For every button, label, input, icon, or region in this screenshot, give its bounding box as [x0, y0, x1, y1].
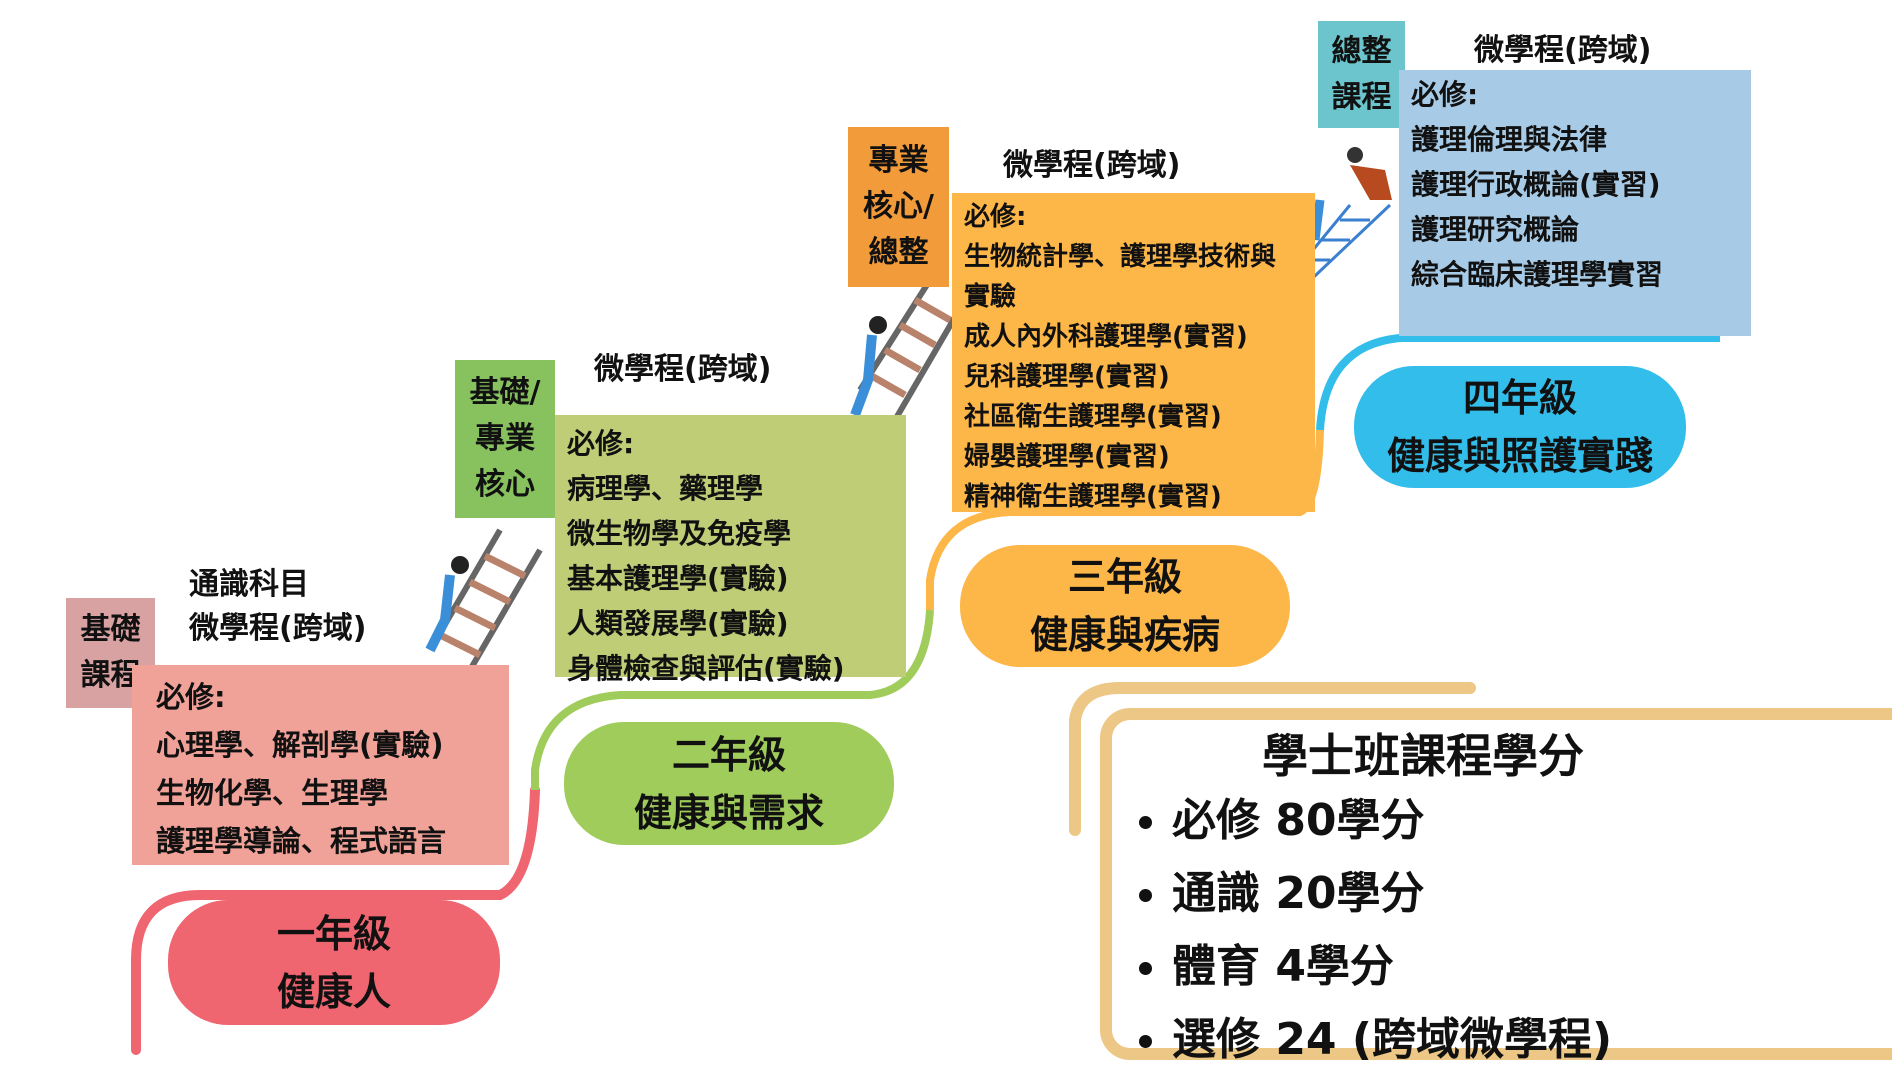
- theme-label: 健康與疾病: [1029, 613, 1220, 657]
- course-item: 微生物學及免疫學: [567, 517, 792, 550]
- credit-item: 通識 20學分: [1172, 857, 1612, 930]
- year2-micro-program-title: 微學程(跨域): [594, 352, 772, 387]
- year4-course-box: 必修: 護理倫理與法律護理行政概論(實習) 護理研究概論綜合臨床護理學實習: [1399, 70, 1751, 336]
- year2-category-tag: 基礎/專業核心: [455, 360, 555, 518]
- course-item: 成人內外科護理學(實習): [964, 322, 1248, 352]
- year1-course-box: 必修: 心理學、解剖學(實驗) 生物化學、生理學護理學導論、程式語言: [132, 665, 509, 865]
- year1-pill: 一年級健康人: [168, 900, 500, 1025]
- course-item: 必修:: [964, 202, 1027, 232]
- course-item: 基本護理學(實驗): [567, 562, 789, 595]
- year3-micro-program-title: 微學程(跨域): [1003, 148, 1181, 183]
- course-item: 人類發展學(實驗): [567, 607, 789, 640]
- course-item: 必修:: [1411, 78, 1479, 111]
- course-item: 精神衛生護理學(實習): [964, 482, 1222, 512]
- course-item: 必修:: [156, 680, 226, 714]
- summary-title: 學士班課程學分: [1262, 729, 1584, 783]
- theme-label: 健康與需求: [633, 790, 824, 835]
- year1-titles: 通識科目微學程(跨域): [189, 563, 366, 651]
- credit-item: 選修 24 (跨域微學程): [1172, 1003, 1612, 1076]
- course-item: 護理研究概論: [1411, 213, 1580, 246]
- tag-line: 專業: [868, 143, 929, 178]
- course-item: 病理學、藥理學: [567, 472, 764, 505]
- micro-program-title: 微學程(跨域): [189, 611, 367, 646]
- tag-line: 課程: [1331, 79, 1392, 115]
- tag-line: 課程: [80, 658, 141, 693]
- ladder-icon-1: [425, 528, 543, 672]
- course-item: 綜合臨床護理學實習: [1411, 258, 1664, 291]
- tag-line: 總整: [868, 235, 929, 270]
- tag-line: 總整: [1331, 33, 1392, 69]
- tag-line: 專業: [475, 421, 535, 456]
- course-item: 身體檢查與評估(實驗): [567, 652, 845, 685]
- summary-accent-line: [1069, 682, 1476, 836]
- year1-category-tag: 基礎課程: [66, 598, 155, 708]
- year2-connector: [531, 609, 934, 790]
- credit-list: 必修 80學分 通識 20學分 體育 4學分 選修 24 (跨域微學程): [1132, 784, 1612, 1076]
- course-item: 兒科護理學(實習): [964, 362, 1170, 392]
- tag-line: 基礎: [80, 612, 141, 647]
- theme-label: 健康人: [276, 969, 391, 1014]
- year2-pill: 二年級健康與需求: [564, 722, 894, 845]
- course-item: 生物統計學、護理學技術與: [964, 242, 1277, 272]
- course-item: 心理學、解剖學(實驗): [156, 728, 444, 762]
- course-item: 護理行政概論(實習): [1411, 168, 1661, 201]
- course-item: 護理倫理與法律: [1411, 123, 1608, 156]
- year3-category-tag: 專業核心/總整: [848, 127, 949, 287]
- general-ed-title: 通識科目: [189, 567, 309, 602]
- course-item: 護理學導論、程式語言: [156, 824, 447, 858]
- grade-label: 二年級: [671, 732, 786, 777]
- year3-connector: [926, 429, 1324, 610]
- theme-label: 健康與照護實踐: [1386, 434, 1653, 478]
- tag-line: 核心: [475, 467, 535, 502]
- course-item: 社區衛生護理學(實習): [964, 402, 1222, 432]
- year4-micro-program-title: 微學程(跨域): [1474, 33, 1652, 68]
- year3-pill: 三年級健康與疾病: [960, 545, 1290, 667]
- ladder-icon-2: [850, 278, 968, 422]
- tag-line: 核心/: [863, 189, 934, 224]
- year4-category-tag: 總整課程: [1318, 21, 1405, 128]
- tag-line: 基礎/: [469, 375, 541, 410]
- year4-connector: [1316, 334, 1720, 431]
- credit-summary-box: 學士班課程學分 必修 80學分 通識 20學分 體育 4學分 選修 24 (跨域…: [1100, 708, 1892, 1065]
- year4-pill: 四年級健康與照護實踐: [1354, 366, 1686, 488]
- year3-course-box: 必修: 生物統計學、護理學技術與實驗成人內外科護理學(實習) 兒科護理學(實習) 社區…: [952, 193, 1315, 512]
- credit-item: 體育 4學分: [1172, 930, 1612, 1003]
- course-item: 生物化學、生理學: [156, 776, 389, 810]
- course-item: 必修:: [567, 427, 635, 460]
- credit-item: 必修 80學分: [1172, 784, 1612, 857]
- course-item: 婦嬰護理學(實習): [964, 442, 1170, 472]
- year2-course-box: 必修: 病理學、藥理學微生物學及免疫學基本護理學(實驗) 人類發展學(實驗) 身體檢查…: [555, 415, 906, 685]
- year1-connector: [131, 785, 540, 1055]
- grade-label: 三年級: [1067, 555, 1182, 599]
- grade-label: 四年級: [1462, 376, 1577, 420]
- course-item: 實驗: [964, 282, 1017, 312]
- grade-label: 一年級: [276, 911, 391, 956]
